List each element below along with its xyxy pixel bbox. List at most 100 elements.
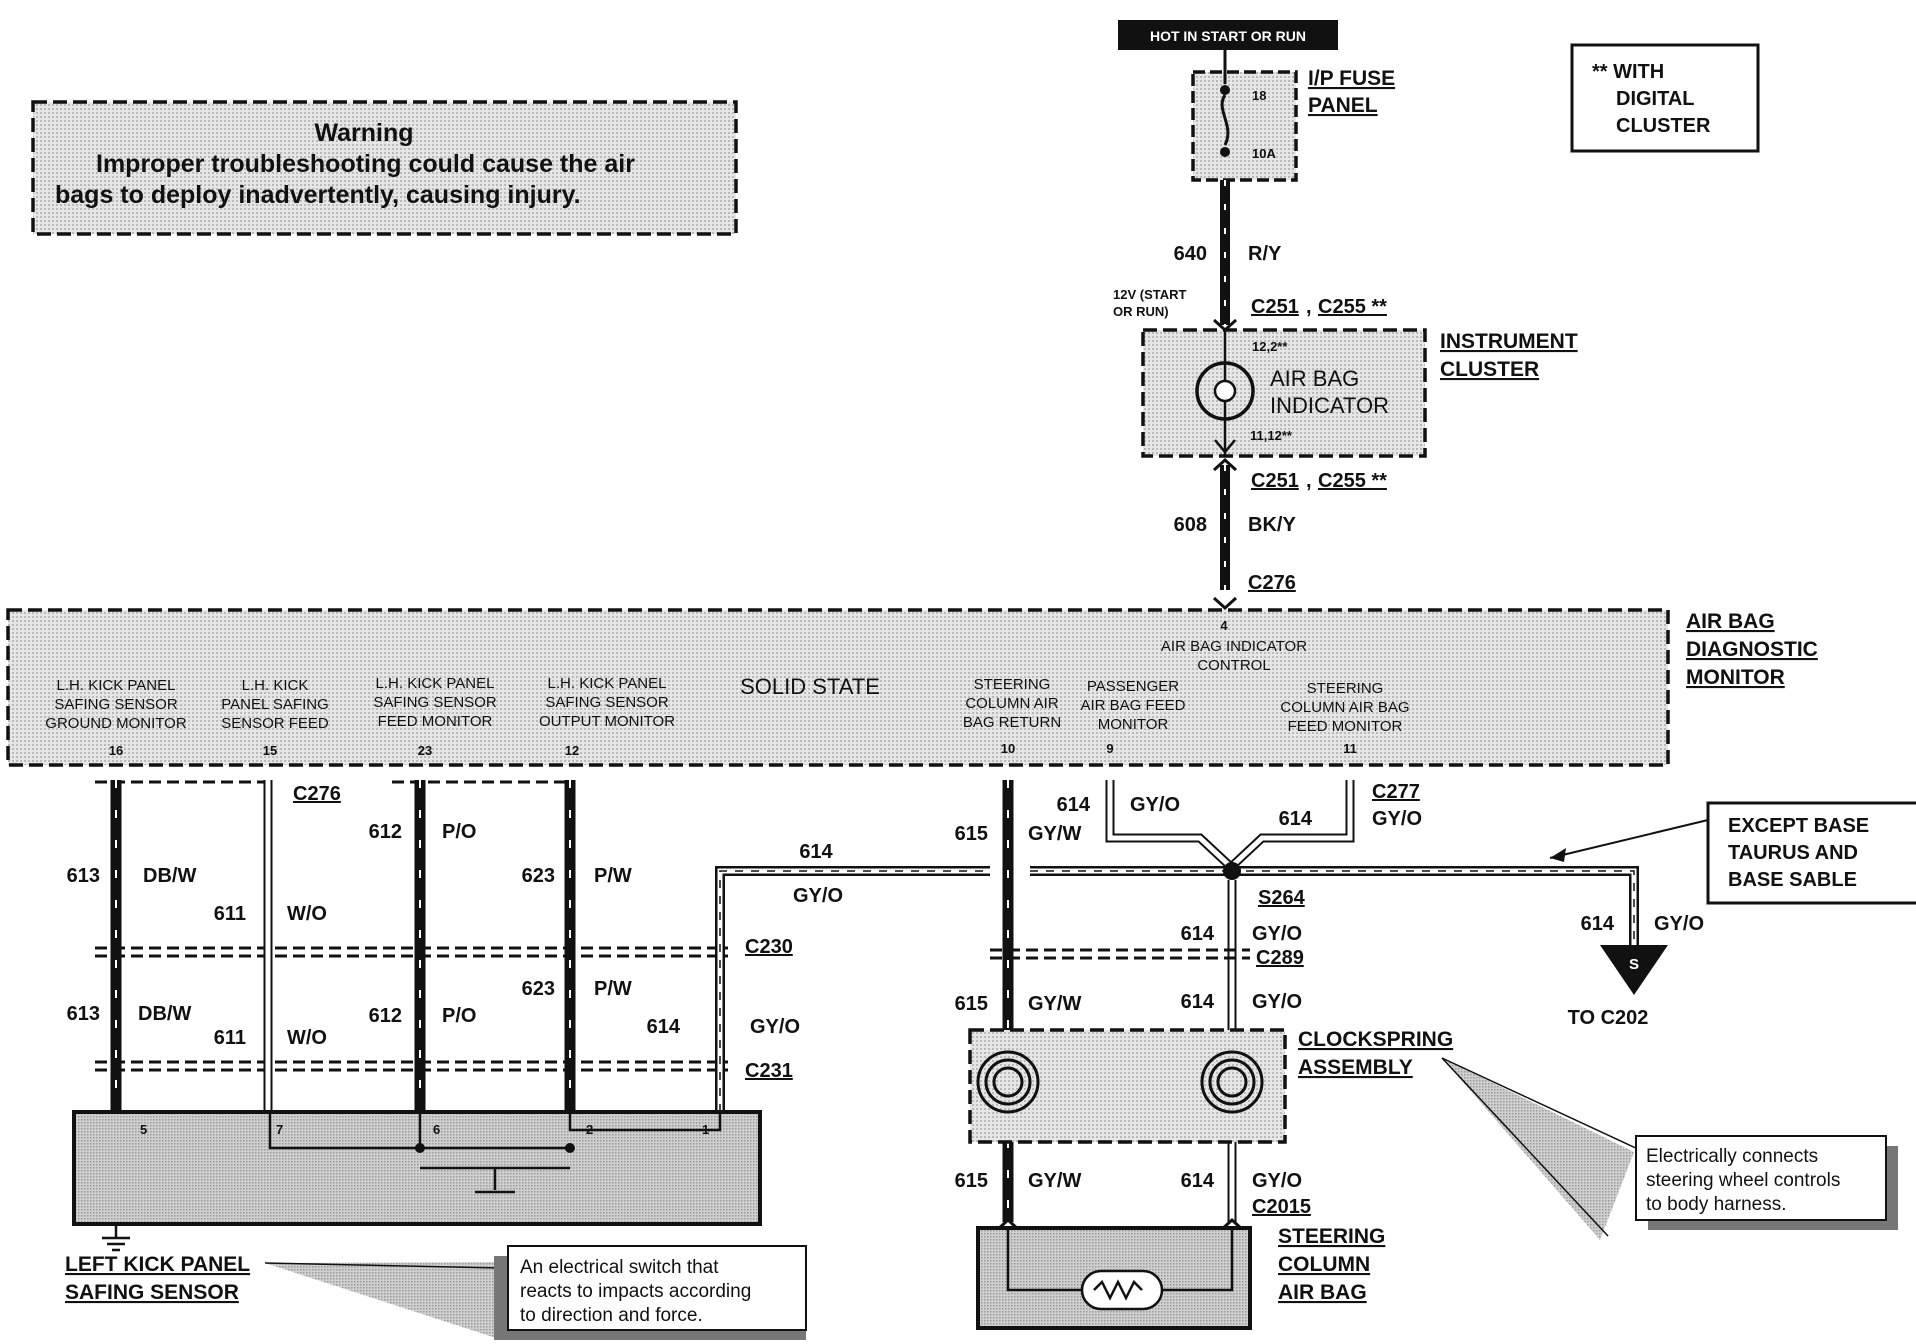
digital-cluster-line-2: DIGITAL xyxy=(1616,88,1695,110)
splice-letter: S xyxy=(1629,956,1639,973)
svg-text:L.H. KICK PANEL: L.H. KICK PANEL xyxy=(548,675,667,692)
wire-615: 615 GY/W 615 GY/W 615 GY/W xyxy=(955,780,1081,1222)
svg-text:,: , xyxy=(1306,296,1312,318)
instrument-cluster-title-1: INSTRUMENT xyxy=(1440,330,1578,353)
svg-text:OUTPUT MONITOR: OUTPUT MONITOR xyxy=(539,713,675,730)
wire-612-color-upper: P/O xyxy=(442,821,476,843)
steering-airbag-title-3: AIR BAG xyxy=(1278,1281,1367,1304)
safing-sensor-title-2: SAFING SENSOR xyxy=(65,1281,239,1304)
wire-611-color-lower: W/O xyxy=(287,1027,327,1049)
connector-c2015: C2015 xyxy=(1252,1196,1311,1218)
wire-614-down-color-2: GY/O xyxy=(1252,991,1302,1013)
svg-text:9: 9 xyxy=(1106,741,1113,756)
svg-text:COLUMN AIR BAG: COLUMN AIR BAG xyxy=(1280,699,1409,716)
pin-label-15: L.H. KICK PANEL SAFING SENSOR FEED 15 xyxy=(221,677,329,758)
svg-text:PANEL SAFING: PANEL SAFING xyxy=(221,696,329,713)
indicator-label-2: INDICATOR xyxy=(1270,393,1389,418)
connector-c276-top: C276 xyxy=(1248,572,1296,594)
hot-in-start-label: HOT IN START OR RUN xyxy=(1150,28,1306,44)
wire-623-color-upper: P/W xyxy=(594,865,632,887)
svg-text:AIR BAG FEED: AIR BAG FEED xyxy=(1080,697,1185,714)
wire-614-down-color-1: GY/O xyxy=(1252,923,1302,945)
wire-613-color-lower: DB/W xyxy=(138,1003,191,1025)
igniter-resistor-icon xyxy=(1093,1279,1143,1301)
wire-623-number-lower: 623 xyxy=(522,978,555,1000)
wire-611-color-upper: W/O xyxy=(287,903,327,925)
wire-613: 613 DB/W 613 DB/W xyxy=(67,780,196,1112)
digital-cluster-line-3: CLUSTER xyxy=(1616,115,1711,137)
wire-608-color: BK/Y xyxy=(1248,514,1296,536)
digital-cluster-line-1: ** WITH xyxy=(1592,61,1664,83)
clockspring-callout: Electrically connects steering wheel con… xyxy=(1441,1057,1898,1240)
safing-sensor-note-1: An electrical switch that xyxy=(520,1257,719,1278)
svg-text:L.H. KICK PANEL: L.H. KICK PANEL xyxy=(376,675,495,692)
svg-text:16: 16 xyxy=(109,743,123,758)
wire-615-color-3: GY/W xyxy=(1028,1170,1081,1192)
pin-label-10: STEERING COLUMN AIR BAG RETURN 10 xyxy=(963,676,1061,756)
connector-c251-bottom: C251 xyxy=(1251,470,1299,492)
svg-text:23: 23 xyxy=(418,743,432,758)
except-base-note: EXCEPT BASE TAURUS AND BASE SABLE xyxy=(1549,801,1916,905)
clockspring-left-icon xyxy=(976,1050,1040,1114)
svg-text:L.H. KICK PANEL: L.H. KICK PANEL xyxy=(57,677,176,694)
sensor-pin-2: 2 xyxy=(586,1122,593,1137)
air-bag-diagnostic-monitor: 4 AIR BAG INDICATOR CONTROL SOLID STATE … xyxy=(6,608,1818,767)
pin-label-12: L.H. KICK PANEL SAFING SENSOR OUTPUT MON… xyxy=(539,675,675,758)
warning-line-2: bags to deploy inadvertently, causing in… xyxy=(55,181,581,209)
wire-612-number-lower: 612 xyxy=(369,1005,402,1027)
instrument-cluster: 12,2** AIR BAG INDICATOR 11,12** INSTRUM… xyxy=(1141,328,1578,458)
pin-label-16: L.H. KICK PANEL SAFING SENSOR GROUND MON… xyxy=(45,677,187,758)
wire-614-to-c202-number: 614 xyxy=(1581,913,1615,935)
wire-615-color-1: GY/W xyxy=(1028,823,1081,845)
fuse-number: 18 xyxy=(1252,88,1266,103)
indicator-control-1: AIR BAG INDICATOR xyxy=(1161,638,1307,655)
chassis-ground-icon xyxy=(102,1224,130,1252)
except-note-3: BASE SABLE xyxy=(1728,869,1857,891)
to-c202-splice-marker: S xyxy=(1600,945,1668,995)
wire-640-color: R/Y xyxy=(1248,243,1282,265)
svg-text:STEERING: STEERING xyxy=(974,676,1051,693)
cluster-pin-bottom: 11,12** xyxy=(1250,428,1293,443)
wire-623-color-lower: P/W xyxy=(594,978,632,1000)
wire-614-main-number: 614 xyxy=(799,841,833,863)
fuse-panel-title-1: I/P FUSE xyxy=(1308,67,1395,90)
supply-note-2: OR RUN) xyxy=(1113,304,1169,319)
wire-623-number-upper: 623 xyxy=(522,865,555,887)
ip-fuse-panel: 18 10A I/P FUSE PANEL xyxy=(1191,50,1395,182)
svg-text:BAG RETURN: BAG RETURN xyxy=(963,714,1061,731)
splice-s264 xyxy=(1223,862,1241,880)
svg-text:FEED MONITOR: FEED MONITOR xyxy=(1288,718,1403,735)
monitor-title-1: AIR BAG xyxy=(1686,610,1775,633)
svg-text:L.H. KICK: L.H. KICK xyxy=(242,677,309,694)
svg-text:MONITOR: MONITOR xyxy=(1098,716,1169,733)
wire-608: 608 BK/Y xyxy=(1174,465,1296,590)
fuse-icon xyxy=(1220,94,1230,146)
indicator-label-1: AIR BAG xyxy=(1270,366,1359,391)
fuse-rating: 10A xyxy=(1252,146,1276,161)
connector-c276-lower: C276 xyxy=(293,783,341,805)
clockspring-assembly: CLOCKSPRING ASSEMBLY xyxy=(968,1028,1453,1144)
connector-c231: C231 xyxy=(745,1060,793,1082)
indicator-pin: 4 xyxy=(1220,618,1228,633)
steering-column-air-bag: STEERING COLUMN AIR BAG xyxy=(976,1225,1385,1330)
safing-sensor-note-2: reacts to impacts according xyxy=(520,1281,751,1302)
wire-623: 623 P/W 623 P/W xyxy=(522,780,632,1112)
cluster-pin-top: 12,2** xyxy=(1252,339,1288,354)
clockspring-note-2: steering wheel controls xyxy=(1646,1170,1840,1191)
indicator-control-2: CONTROL xyxy=(1197,657,1270,674)
safing-sensor-callout: An electrical switch that reacts to impa… xyxy=(264,1245,807,1340)
except-note-1: EXCEPT BASE xyxy=(1728,815,1869,837)
wire-614-pin11-number: 614 xyxy=(1279,808,1313,830)
warning-line-1: Improper troubleshooting could cause the… xyxy=(96,150,635,178)
wire-615-number-2: 615 xyxy=(955,993,988,1015)
c289-connector-lines xyxy=(990,948,1250,960)
wire-614-pin11-color: GY/O xyxy=(1372,808,1422,830)
wire-614-pin9-number: 614 xyxy=(1057,794,1091,816)
pin-label-23: L.H. KICK PANEL SAFING SENSOR FEED MONIT… xyxy=(373,675,497,758)
steering-airbag-title-1: STEERING xyxy=(1278,1225,1385,1248)
wire-614-left-color: GY/O xyxy=(750,1016,800,1038)
wire-614-main: 614 GY/O 614 GY/O xyxy=(647,841,1639,1112)
wire-614-down-number-2: 614 xyxy=(1181,991,1215,1013)
wire-608-number: 608 xyxy=(1174,514,1207,536)
